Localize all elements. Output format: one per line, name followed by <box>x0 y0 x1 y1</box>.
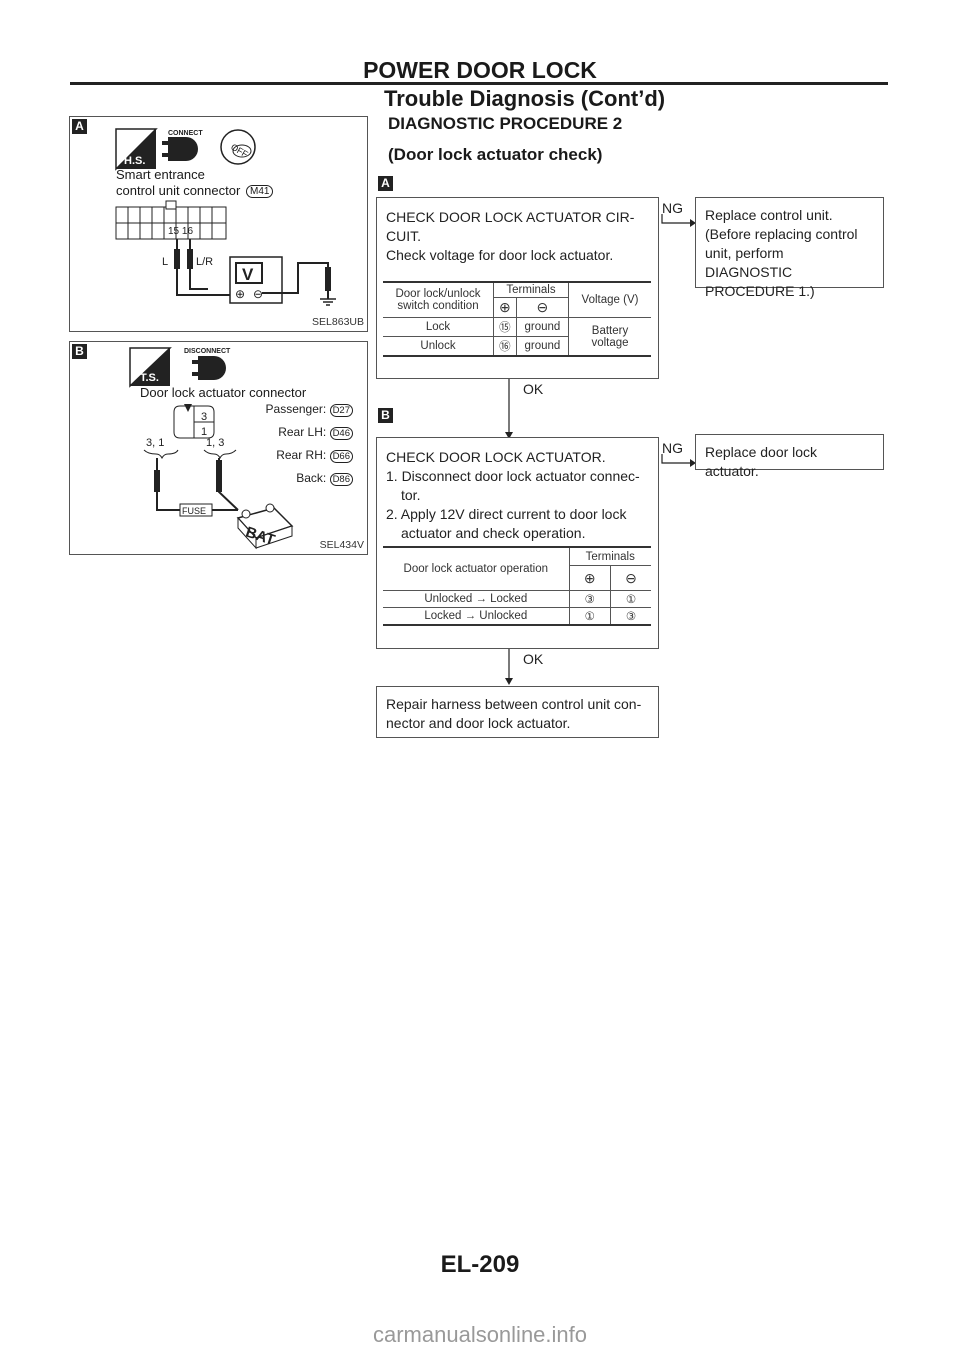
figure-a-diagram: H.S. CONNECT OFF 15 16 L L/R V ⊕ ⊖ <box>115 128 336 306</box>
svg-text:3: 3 <box>201 411 207 423</box>
table-row: Lock ⑮ ground Battery voltage <box>383 317 651 349</box>
step-a-ng-box: Replace control unit. (Before replacing … <box>695 197 884 299</box>
table-voltage-value: Battery voltage <box>591 324 629 349</box>
figure-a-tag: A <box>72 119 87 134</box>
svg-text:3, 1: 3, 1 <box>146 437 164 449</box>
header-rule <box>70 82 888 85</box>
step-a-ok-label: OK <box>523 381 544 397</box>
figure-b: B T.S. DISCONNECT 3 1 3, 1 1, 3 FUSE BAT <box>69 341 368 555</box>
step-a-ng-arrow <box>661 214 696 227</box>
step-b-ng-arrow <box>661 454 696 467</box>
subsection-title: Trouble Diagnosis (Cont’d) <box>384 86 666 111</box>
step-a-text: CHECK DOOR LOCK ACTUATOR CIR- CUIT. Chec… <box>386 209 635 263</box>
figure-b-tag: B <box>72 344 87 359</box>
step-b-table-wrap: Door lock actuator operation Terminals ⊕… <box>383 546 651 626</box>
figure-a-caption-1: Smart entrance <box>116 167 205 182</box>
procedure-subtitle: (Door lock actuator check) <box>388 145 603 164</box>
step-a-table-wrap: Door lock/unlock switch condition Termin… <box>383 281 651 357</box>
step-b-ng-label: NG <box>662 440 683 456</box>
page-number: EL-209 <box>440 1251 520 1278</box>
table-head-operation: Door lock actuator operation <box>383 548 570 591</box>
final-action-box: Repair harness between control unit con-… <box>376 686 659 738</box>
svg-text:15 16: 15 16 <box>168 226 193 237</box>
figure-b-caption: Door lock actuator connector <box>140 385 307 400</box>
svg-text:L/R: L/R <box>196 256 213 268</box>
svg-text:T.S.: T.S. <box>140 372 159 384</box>
connector-row-rear-rh: Rear RH: D66 <box>233 448 353 471</box>
table-head-terminals: Terminals <box>493 283 569 298</box>
step-b-ok-label: OK <box>523 651 544 667</box>
table-head-minus: ⊖ <box>516 297 570 318</box>
svg-text:1: 1 <box>201 426 207 438</box>
step-a-ng-label: NG <box>662 200 683 216</box>
figure-a-caption-2: control unit connector <box>116 183 241 198</box>
procedure-title: DIAGNOSTIC PROCEDURE 2 <box>388 114 623 133</box>
figure-a: A H.S. CONNECT OFF 15 16 L L/R <box>69 116 368 332</box>
connector-row-passenger: Passenger: D27 <box>233 402 353 425</box>
section-title: POWER DOOR LOCK <box>363 57 597 83</box>
svg-text:L: L <box>162 256 168 268</box>
step-a-table: Door lock/unlock switch condition Termin… <box>383 283 651 355</box>
table-head-voltage: Voltage (V) <box>568 283 651 318</box>
svg-text:⊕: ⊕ <box>235 287 245 301</box>
connector-row-rear-lh: Rear LH: D46 <box>233 425 353 448</box>
table-head-minus: ⊖ <box>610 565 651 591</box>
watermark: carmanualsonline.info <box>372 1322 588 1347</box>
step-b-text: CHECK DOOR LOCK ACTUATOR. 1. Disconnect … <box>386 449 640 541</box>
step-a-box: CHECK DOOR LOCK ACTUATOR CIR- CUIT. Chec… <box>376 197 659 379</box>
connector-badge: M41 <box>246 185 274 198</box>
svg-text:1, 3: 1, 3 <box>206 437 224 449</box>
table-row: Unlocked → Locked ③ ① <box>383 590 651 608</box>
svg-text:FUSE: FUSE <box>182 506 206 516</box>
figure-a-code: SEL863UB <box>312 316 364 328</box>
step-a-tag: A <box>378 176 393 191</box>
step-a-ok-arrow <box>505 379 513 439</box>
svg-text:CONNECT: CONNECT <box>168 130 203 137</box>
connector-row-back: Back: D86 <box>233 471 353 494</box>
figure-b-diagram: T.S. DISCONNECT 3 1 3, 1 1, 3 FUSE BAT <box>129 347 294 550</box>
table-head-terminals: Terminals <box>569 548 651 567</box>
svg-text:⊖: ⊖ <box>253 287 263 301</box>
figure-b-code: SEL434V <box>319 539 364 551</box>
svg-text:V: V <box>242 265 254 284</box>
table-row: Locked → Unlocked ① ③ <box>383 607 651 624</box>
step-b-ng-box: Replace door lock actuator. <box>695 434 884 479</box>
table-head-plus: ⊕ <box>493 297 517 318</box>
connector-list: Passenger: D27 Rear LH: D46 Rear RH: D66… <box>233 402 353 494</box>
step-b-tag: B <box>378 408 393 423</box>
step-b-ok-arrow <box>505 649 513 685</box>
table-head-plus: ⊕ <box>569 565 612 591</box>
table-row: Unlock ⑯ ground <box>383 336 651 355</box>
hs-label: H.S. <box>124 155 145 167</box>
step-b-table: Door lock actuator operation Terminals ⊕… <box>383 548 651 624</box>
svg-text:DISCONNECT: DISCONNECT <box>184 348 231 355</box>
step-b-box: CHECK DOOR LOCK ACTUATOR. 1. Disconnect … <box>376 437 659 649</box>
table-head-condition: Door lock/unlock switch condition <box>383 283 494 318</box>
